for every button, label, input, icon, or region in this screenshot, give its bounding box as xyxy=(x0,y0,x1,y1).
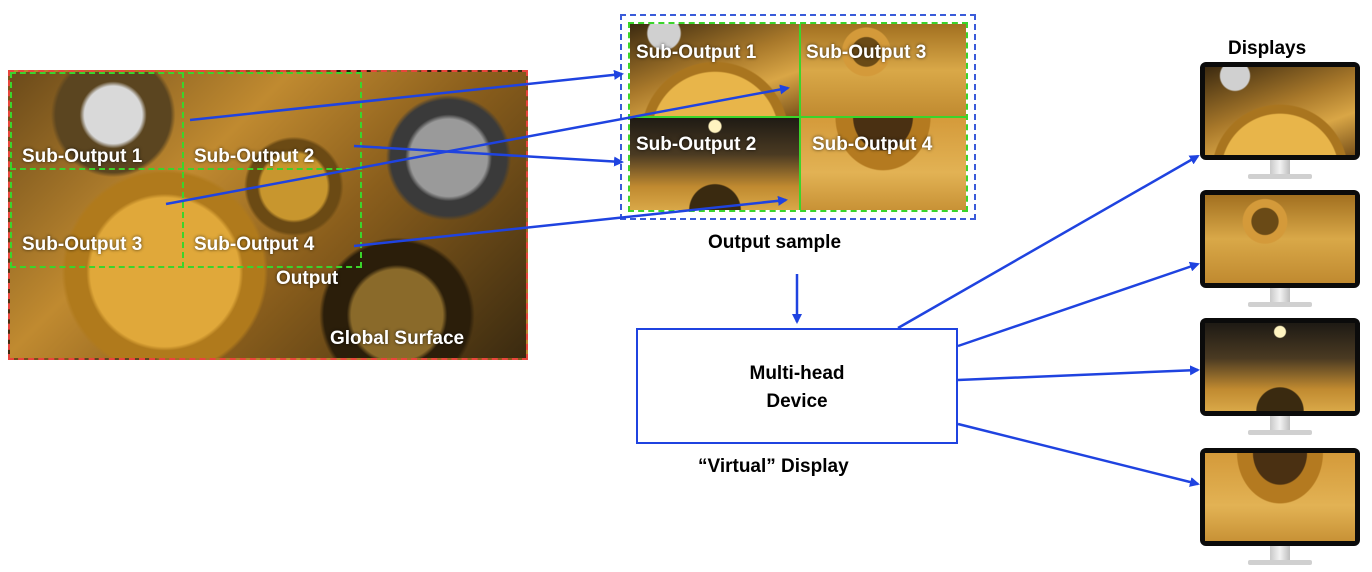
output-sample-label: Output sample xyxy=(708,232,842,253)
surface-sub-output-2-label: Sub-Output 2 xyxy=(194,146,315,167)
global-surface-label: Global Surface xyxy=(330,328,465,349)
device-label-line1: Multi-head xyxy=(749,363,845,384)
sample-tile-1 xyxy=(630,24,800,117)
output-sample-frame: Sub-Output 1 Sub-Output 3 Sub-Output 2 S… xyxy=(620,14,976,220)
sample-sub-output-2-label: Sub-Output 2 xyxy=(636,134,757,155)
arrow-device-to-display-3 xyxy=(957,365,1200,382)
surface-sub-output-4-label: Sub-Output 4 xyxy=(194,234,315,255)
sample-tile-3 xyxy=(800,24,966,117)
sample-tile-4 xyxy=(800,117,966,210)
sample-sub-output-3-label: Sub-Output 3 xyxy=(806,42,927,63)
sample-sub-output-4-label: Sub-Output 4 xyxy=(812,134,933,155)
surface-sub-output-3-label: Sub-Output 3 xyxy=(22,234,143,255)
sample-sub-output-1-label: Sub-Output 1 xyxy=(636,42,757,63)
multi-head-device-box: Multi-head Device xyxy=(636,328,958,444)
sample-tile-2 xyxy=(630,117,800,210)
arrow-device-to-display-4 xyxy=(957,422,1200,487)
device-label-line2: Device xyxy=(766,391,828,412)
virtual-display-caption: “Virtual” Display xyxy=(698,456,849,477)
arrow-device-to-display-2 xyxy=(957,261,1200,348)
sample-divider-horizontal xyxy=(630,116,966,118)
output-divider-horizontal xyxy=(10,168,362,170)
output-label: Output xyxy=(276,268,339,289)
global-surface: Sub-Output 1 Sub-Output 2 Sub-Output 3 S… xyxy=(8,70,528,360)
output-sample-grid: Sub-Output 1 Sub-Output 3 Sub-Output 2 S… xyxy=(628,22,968,212)
output-divider-vertical xyxy=(182,72,184,268)
displays-label: Displays xyxy=(1228,38,1307,59)
surface-sub-output-1-label: Sub-Output 1 xyxy=(22,146,143,167)
